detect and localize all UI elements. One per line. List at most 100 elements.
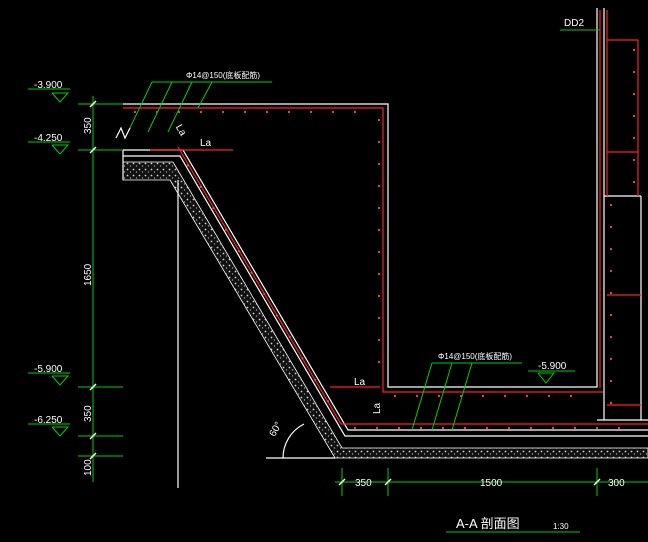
rebar-dot [551,426,555,430]
rebar-dot [609,203,613,207]
rebar-dot [632,70,636,74]
dimension-tick [384,478,392,486]
rebar-dot [133,110,137,114]
rebar-dot [326,400,329,403]
anchor-label-top: La [200,138,212,149]
rebar-dot [393,394,397,398]
elevation-label-inner: -5.900 [538,361,567,372]
rebar-dot [377,118,381,122]
rebar-dot [287,110,291,114]
rebar-dot [186,164,190,167]
rebar-dot [275,314,279,317]
dimension-lines [28,29,648,533]
elevation-label-4: -6.250 [34,415,63,426]
anchor-label-vertical: La [372,402,383,414]
dd2-tag: DD2 [564,18,584,29]
rebar-dot [221,110,225,114]
vertical-dim-2: 1650 [83,263,94,286]
rebar-dot [609,225,613,229]
angle-label: 60° [268,420,285,439]
rebar-dots [133,48,636,430]
rebar-dot [377,294,381,298]
rebar-dot [569,394,573,398]
anchor-label-bottom: La [354,377,366,388]
rebar-dot [595,426,599,430]
rebar-dot [237,250,240,253]
rebar-lines [123,10,648,425]
rebar-dot [547,394,551,398]
rebar-dot [609,379,613,383]
rebar-dot [632,136,636,140]
dimension-tick [89,100,97,108]
rebar-dot [377,316,381,320]
rebar-dot [199,110,203,114]
rebar-dot [263,292,266,296]
rebar-dot [243,110,247,114]
rebar-dot [377,360,381,364]
rebar-dot [377,140,381,144]
rebar-dot [463,426,467,430]
blinding-layer [122,161,648,459]
horizontal-dim-2: 1500 [480,478,503,489]
rebar-dot [212,207,215,210]
rebar-dot [609,357,613,361]
rebar-dot [265,110,269,114]
rebar-dot [481,394,485,398]
rebar-dot [375,426,379,430]
rebar-dot [609,401,613,405]
anchor-label-slope: La [173,123,188,139]
rebar-dot [309,110,313,114]
dimension-tick [593,478,601,486]
rebar-dot [377,250,381,254]
rebar-dot [397,426,401,430]
elevation-label-1: -3.900 [34,80,63,91]
rebar-dot [525,394,529,398]
rebar-dot [437,394,441,398]
rebar-dot [419,426,423,430]
rebar-dot [609,291,613,295]
dimension-tick [89,383,97,391]
dimension-tick [338,478,346,486]
rebar-dot [225,228,228,231]
rebar-dot [529,426,533,430]
rebar-dot [441,426,445,430]
rebar-dot [609,335,613,339]
vertical-dim-1: 350 [83,117,94,134]
rebar-dot [288,335,291,339]
rebar-dot [632,158,636,162]
rebar-dot [632,48,636,52]
structure-outline [122,8,648,488]
rebar-callout-top: Φ14@150(底板配筋) [186,70,260,80]
rebar-dot [632,92,636,96]
vertical-dim-4: 100 [83,459,94,476]
rebar-dot [301,357,304,360]
rebar-dot [331,110,335,114]
section-scale: 1:30 [553,522,569,531]
elevation-label-3: -5.900 [34,364,63,375]
rebar-dot [485,426,489,430]
rebar-dot [377,184,381,188]
rebar-dot [609,269,613,273]
elevation-label-2: -4.250 [34,133,63,144]
rebar-dot [177,110,181,114]
dimension-tick [89,452,97,460]
rebar-dot [377,206,381,210]
dimension-tick [89,432,97,440]
rebar-dot [377,272,381,276]
rebar-callout-bottom: Φ14@150(底板配筋) [438,351,512,361]
rebar-dot [377,338,381,342]
rebar-dot [353,426,357,430]
rebar-dot [199,185,202,188]
rebar-dot [609,313,613,317]
rebar-dot [632,114,636,118]
rebar-dot [632,180,636,184]
rebar-dot [353,110,357,114]
rebar-dot [617,426,621,430]
rebar-dot [377,162,381,166]
dimension-tick [89,146,97,154]
vertical-dim-3: 350 [83,405,94,422]
horizontal-dim-3: 300 [608,478,625,489]
rebar-dot [507,426,511,430]
rebar-dot [314,378,317,381]
